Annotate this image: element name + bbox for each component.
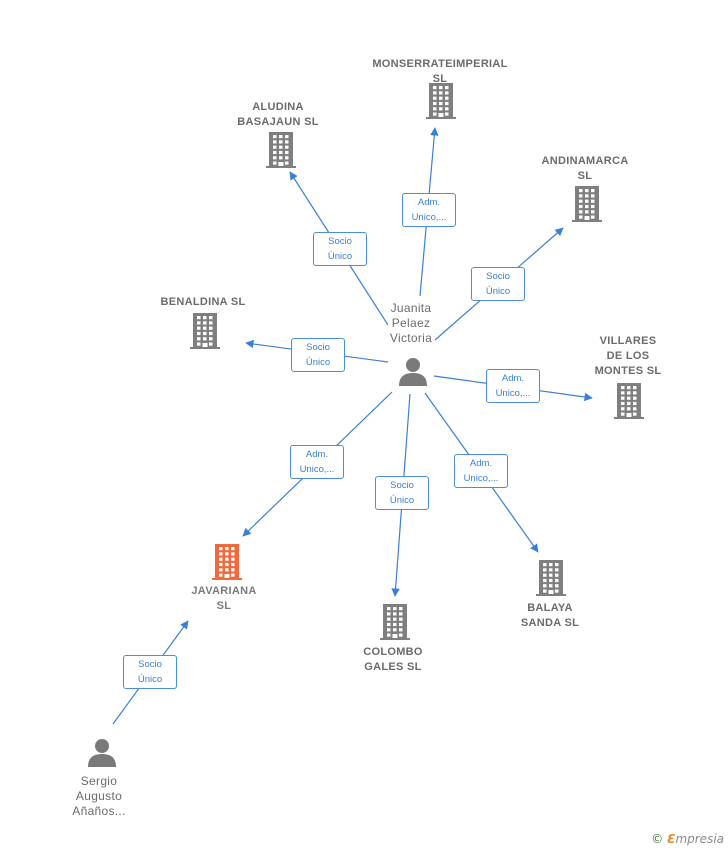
relation-label-center-villares[interactable]: Adm. Unico,... (486, 369, 540, 403)
company-name-andinamarca[interactable]: ANDINAMARCA SL (510, 154, 660, 184)
brand-logo[interactable]: © ℇmpresia (651, 832, 724, 846)
company-building-icon-benaldina[interactable] (190, 313, 220, 354)
relation-label-line: Socio (486, 271, 510, 282)
company-name-line: SL (577, 170, 593, 182)
company-name-line: ALUDINA (252, 101, 304, 113)
relation-label-line: Adm. (305, 449, 329, 460)
relation-label-line: Adm. (417, 197, 441, 208)
relation-label-line: Único (389, 495, 415, 506)
company-name-line: SANDA SL (520, 617, 580, 629)
company-name-line: SL (216, 600, 232, 612)
relation-label-line: Adm. (501, 373, 525, 384)
company-building-icon-aludina[interactable] (266, 132, 296, 173)
company-name-line: DE LOS (606, 350, 650, 362)
center-person-icon[interactable] (398, 356, 428, 386)
company-name-line: BALAYA (527, 602, 573, 614)
relation-label-line: Socio (390, 480, 414, 491)
company-name-benaldina[interactable]: BENALDINA SL (128, 295, 278, 310)
company-name-villares[interactable]: VILLARES DE LOS MONTES SL (553, 334, 703, 379)
company-name-line: MONTES SL (594, 365, 662, 377)
company-name-line: SL (432, 73, 448, 85)
name-line: Pelaez (391, 316, 431, 330)
company-building-icon-colombo[interactable] (380, 604, 410, 645)
center-person-name[interactable]: Juanita Pelaez Victoria (356, 301, 466, 346)
company-name-line: COLOMBO (363, 646, 423, 658)
relation-label-line: Socio (306, 342, 330, 353)
relation-label-line: Socio (328, 236, 352, 247)
relation-label-line: Único (305, 357, 331, 368)
relation-label-line: Único (327, 251, 353, 262)
relation-label-center-balaya[interactable]: Adm. Unico,... (454, 454, 508, 488)
company-building-icon-monserrat[interactable] (426, 83, 456, 124)
secondary-person-name[interactable]: Sergio Augusto Añaños... (44, 774, 154, 819)
relation-label-line: Adm. (469, 458, 493, 469)
relation-label-line: Único (485, 286, 511, 297)
company-building-icon-javariana[interactable] (212, 544, 242, 585)
company-name-line: ANDINAMARCA (541, 155, 629, 167)
company-building-icon-andinamarca[interactable] (572, 186, 602, 227)
company-name-javariana[interactable]: JAVARIANA SL (149, 584, 299, 614)
name-line: Juanita (390, 301, 432, 315)
relation-label-line: Unico,... (299, 464, 335, 475)
company-name-line: BASAJAUN SL (237, 116, 319, 128)
name-line: Añaños... (72, 804, 126, 818)
brand-text: mpresia (675, 832, 724, 846)
company-name-line: JAVARIANA (191, 585, 257, 597)
name-line: Victoria (389, 331, 433, 345)
company-building-icon-balaya[interactable] (536, 560, 566, 601)
copyright-icon: © (651, 832, 664, 846)
secondary-person-icon[interactable] (87, 737, 117, 767)
company-name-monserrat[interactable]: MONSERRATEIMPERIAL SL (365, 57, 515, 87)
relation-label-center-monserrat[interactable]: Adm. Unico,... (402, 193, 456, 227)
relation-label-line: Unico,... (463, 473, 499, 484)
relation-label-line: Socio (138, 659, 162, 670)
relation-label-line: Unico,... (411, 212, 447, 223)
company-name-colombo[interactable]: COLOMBO GALES SL (318, 645, 468, 675)
brand-e: ℇ (667, 832, 676, 846)
name-line: Sergio (80, 774, 118, 788)
company-name-line: MONSERRATEIMPERIAL (372, 58, 508, 70)
company-name-line: BENALDINA SL (160, 296, 246, 308)
relation-label-center-javariana[interactable]: Adm. Unico,... (290, 445, 344, 479)
company-name-line: GALES SL (364, 661, 422, 673)
company-name-line: VILLARES (599, 335, 657, 347)
company-building-icon-villares[interactable] (614, 383, 644, 424)
relation-label-line: Único (137, 674, 163, 685)
company-name-balaya[interactable]: BALAYA SANDA SL (475, 601, 625, 631)
name-line: Augusto (75, 789, 123, 803)
company-name-aludina[interactable]: ALUDINA BASAJAUN SL (203, 100, 353, 130)
relation-label-line: Unico,... (495, 388, 531, 399)
